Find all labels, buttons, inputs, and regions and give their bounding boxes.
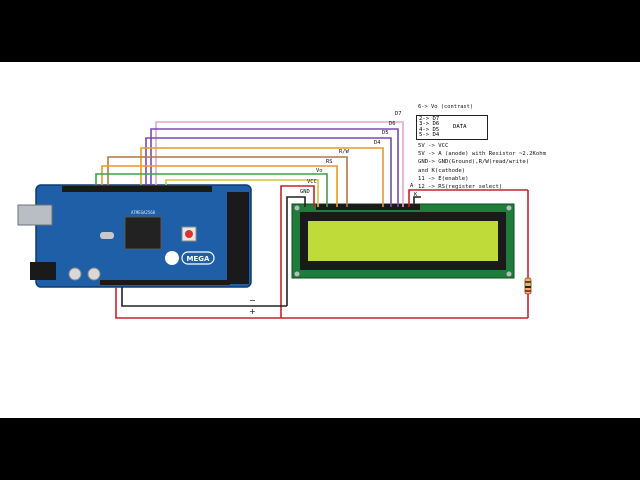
note-contrast: 6-> Vo (contrast) xyxy=(418,104,474,110)
label-d4: D4 xyxy=(374,140,381,146)
note-line: 5V -> VCC xyxy=(418,143,449,149)
wire-rw xyxy=(107,156,348,207)
label-gnd: GND xyxy=(300,189,310,195)
data-pin-box: 2-> D7 3-> D6 4-> D5 5-> D4 DATA xyxy=(416,115,488,140)
note-line: 11 -> E(enable) xyxy=(418,175,469,182)
data-row: 2-> D7 xyxy=(419,116,440,122)
wires xyxy=(95,121,528,319)
label-d6: D6 xyxy=(389,121,396,127)
bottom-header-icon xyxy=(100,280,230,285)
resistor-icon xyxy=(524,190,532,318)
usb-port-icon xyxy=(17,204,53,226)
data-row: 4-> D5 xyxy=(419,126,440,133)
arduino-mega-board: MEGA ATMEGA2560 xyxy=(17,184,252,288)
note-line: GND-> GND(Ground),R/W(read/write) xyxy=(418,159,530,166)
diagram-canvas: MEGA ATMEGA2560 xyxy=(0,62,640,418)
note-line: and K(cathode) xyxy=(418,167,466,174)
rail-plus-label: + xyxy=(249,307,256,316)
wire-d7 xyxy=(155,121,404,207)
label-vcc: VCC xyxy=(307,179,317,185)
wire-rs xyxy=(101,165,338,207)
capacitor-icon xyxy=(87,267,101,281)
ground-rail xyxy=(121,287,287,307)
power-rail xyxy=(115,287,528,319)
capacitor-icon xyxy=(68,267,82,281)
data-row: 3-> D6 xyxy=(419,121,440,128)
note-line: 5V -> A (anode) with Resistor ~2.2Kohm xyxy=(418,151,546,158)
data-tag: DATA xyxy=(453,124,467,130)
wiring-diagram: MEGA ATMEGA2560 xyxy=(17,121,532,319)
wire-gnd xyxy=(286,196,306,306)
power-jack-icon xyxy=(30,262,56,280)
lcd-pin-header-icon xyxy=(316,204,420,210)
label-d5: D5 xyxy=(382,130,389,136)
mcu-chip-icon xyxy=(124,216,162,250)
wiring-notes: 5V -> VCC 5V -> A (anode) with Resistor … xyxy=(418,142,638,191)
wire-a xyxy=(408,189,528,207)
label-rw: R/W xyxy=(339,149,349,155)
rail-minus-label: − xyxy=(249,296,256,305)
board-name: MEGA xyxy=(187,255,210,263)
lcd-screen xyxy=(308,221,498,261)
label-a: A xyxy=(410,183,414,189)
data-row: 5-> D4 xyxy=(419,132,440,139)
label-d7: D7 xyxy=(395,111,402,117)
lcd-16x2-module xyxy=(291,203,515,279)
wire-k xyxy=(413,196,421,207)
label-rs: RS xyxy=(326,159,333,165)
label-k: K xyxy=(414,192,418,198)
wire-vcc xyxy=(280,185,315,318)
wire-d5 xyxy=(145,137,392,207)
top-header-icon xyxy=(62,186,212,192)
crystal-icon xyxy=(100,232,114,239)
note-line: 12 -> RS(register select) xyxy=(418,184,503,191)
chip-label: ATMEGA2560 xyxy=(131,210,156,215)
board-logo-icon xyxy=(165,251,179,265)
label-vo: Vo xyxy=(316,168,323,174)
side-header-icon xyxy=(227,192,249,284)
wire-vo xyxy=(165,179,319,207)
wire-e xyxy=(95,173,328,207)
